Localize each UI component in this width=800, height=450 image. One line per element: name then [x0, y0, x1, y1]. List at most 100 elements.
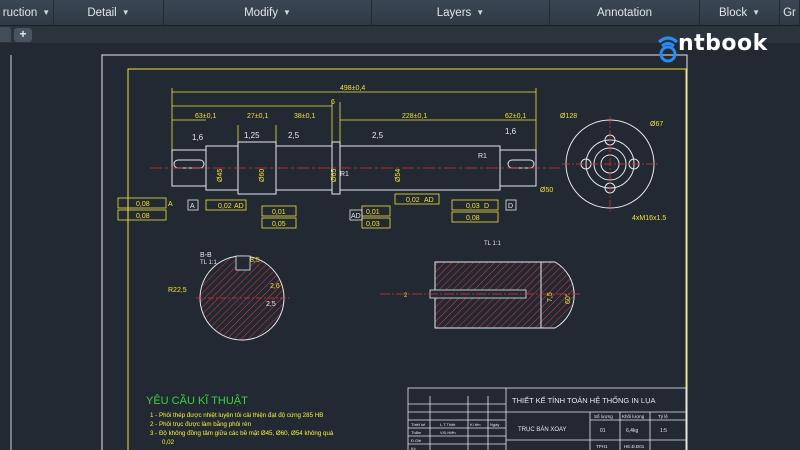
svg-text:Khối lượng: Khối lượng — [622, 414, 645, 419]
ribbon-panel-block[interactable]: Block ▼ — [700, 0, 780, 25]
panel-label: Annotation — [597, 6, 652, 19]
dia-60: Ø60 — [259, 169, 266, 182]
svg-text:B-B: B-B — [200, 252, 212, 259]
title-block-text: THIẾT KẾ TÍNH TOÁN HỆ THỐNG IN LỤA TRỤC … — [411, 395, 668, 450]
svg-text:0,01: 0,01 — [366, 209, 380, 216]
diameter-labels: Ø60 Ø54 Ø65 Ø45 — [217, 169, 402, 182]
svg-text:D: D — [484, 203, 489, 210]
svg-text:AD: AD — [424, 197, 434, 204]
dia-50: Ø50 — [540, 187, 553, 194]
drawing-tab[interactable] — [0, 27, 11, 42]
svg-text:Ký: Ký — [411, 446, 416, 450]
svg-text:HE.Đ.Đ01: HE.Đ.Đ01 — [624, 444, 645, 449]
project-title: THIẾT KẾ TÍNH TOÁN HỆ THỐNG IN LỤA — [512, 395, 656, 405]
svg-text:Số lượng: Số lượng — [594, 414, 613, 419]
roughness-1: 1,6 — [192, 133, 204, 142]
svg-text:Thẩm: Thẩm — [411, 430, 422, 435]
svg-text:Đ.Giê: Đ.Giê — [411, 438, 422, 443]
svg-text:60°: 60° — [564, 293, 572, 304]
section-b-b: B-B TL 1:1 R22,5 8,5 2,6 2,5 — [168, 252, 290, 341]
dia-54: Ø54 — [395, 169, 402, 182]
svg-text:V.Đ.Hiển: V.Đ.Hiển — [440, 430, 456, 435]
drawing-canvas[interactable]: 498±0,4 228±0,1 63±0,1 62±0,1 6 27±0,1 3… — [0, 43, 800, 450]
svg-text:AD: AD — [234, 203, 244, 210]
dim-middle-length: 228±0,1 — [402, 113, 427, 120]
panel-label: Block — [718, 6, 748, 19]
flange-labels: Ø128 Ø67 4xM16x1.5 Ø50 — [540, 113, 666, 222]
svg-text:0,05: 0,05 — [272, 221, 286, 228]
svg-text:0,03: 0,03 — [366, 221, 380, 228]
fillet-label: R1 — [340, 171, 349, 178]
panel-label: Modify — [244, 6, 278, 19]
svg-text:R22,5: R22,5 — [168, 287, 187, 294]
dim-segment-3: 38±0,1 — [294, 113, 315, 120]
dim-overall-length: 498±0,4 — [340, 85, 365, 92]
svg-text:6,4kg: 6,4kg — [626, 428, 638, 434]
roughness-4: 2,5 — [372, 131, 384, 140]
dimension-lines — [171, 88, 537, 150]
dim-small: 6 — [331, 99, 335, 106]
svg-text:0,02: 0,02 — [218, 203, 232, 210]
dim-left-length: 63±0,1 — [195, 113, 216, 120]
svg-text:Thiết kế: Thiết kế — [411, 422, 426, 427]
roughness-6: 1,6 — [505, 127, 517, 136]
svg-text:AD: AD — [351, 213, 361, 220]
logo-mark-icon — [658, 36, 678, 63]
dim-right-length: 62±0,1 — [505, 113, 526, 120]
svg-text:01: 01 — [600, 428, 606, 434]
ribbon-panel-groups[interactable]: Gr — [780, 0, 800, 25]
svg-text:0,02: 0,02 — [406, 197, 420, 204]
roughness-marks: 1,6 1,25 2,5 2,5 1,6 — [192, 127, 517, 142]
svg-text:1:5: 1:5 — [660, 428, 667, 434]
title-block — [407, 387, 687, 450]
roughness-2: 1,25 — [244, 131, 260, 140]
brand-logo-text: ntbook — [678, 31, 768, 56]
svg-text:Kí tên: Kí tên — [470, 422, 480, 427]
ribbon-panel-layers[interactable]: Layers▼ — [372, 0, 550, 25]
chevron-down-icon: ▼ — [476, 8, 485, 17]
chevron-down-icon: ▼ — [121, 8, 130, 17]
svg-text:2: 2 — [404, 293, 408, 299]
technical-requirements: YÊU CẦU KĨ THUẬT 1 - Phôi thép được nhiệ… — [146, 394, 334, 446]
sheet-inner-frame — [127, 68, 687, 450]
ribbon-panel-detail[interactable]: Detail ▼ — [54, 0, 164, 25]
svg-text:TPH1: TPH1 — [596, 444, 608, 449]
svg-text:0,08: 0,08 — [136, 201, 150, 208]
svg-text:8,5: 8,5 — [250, 257, 260, 264]
svg-text:2,5: 2,5 — [266, 301, 276, 308]
panel-label: Gr — [783, 6, 796, 19]
requirements-title: YÊU CẦU KĨ THUẬT — [146, 394, 248, 407]
ribbon-panel-bar: ruction▼ Detail▼ Modify▼ Layers▼ Annotat… — [0, 0, 800, 26]
roughness-3: 2,5 — [288, 131, 300, 140]
ribbon-panel-annotation[interactable]: Annotation — [550, 0, 700, 25]
ribbon-panel-construction[interactable]: ruction▼ — [0, 0, 54, 25]
svg-text:0,02: 0,02 — [162, 439, 175, 446]
svg-text:Ngày: Ngày — [490, 422, 499, 427]
datum-letters: A D AD — [190, 203, 513, 220]
svg-text:0,01: 0,01 — [272, 209, 286, 216]
part-name: TRỤC BÁN XOAY — [518, 426, 567, 433]
dimension-texts: 498±0,4 228±0,1 63±0,1 62±0,1 6 27±0,1 3… — [195, 85, 526, 120]
datum-boxes — [187, 199, 517, 221]
tolerance-frames — [117, 193, 499, 229]
dim-segment-2: 27±0,1 — [247, 113, 268, 120]
fillet-label-2: R1 — [478, 153, 487, 160]
fillet-labels: R1 R1 — [340, 153, 487, 178]
chevron-down-icon: ▼ — [42, 8, 51, 17]
svg-text:0,03: 0,03 — [466, 203, 480, 210]
panel-label: Detail — [87, 6, 117, 19]
svg-text:Tỷ lệ: Tỷ lệ — [658, 413, 668, 419]
chevron-down-icon: ▼ — [752, 8, 761, 17]
svg-text:A: A — [190, 203, 195, 210]
detail-view: TL 1:1 7,5 60° 2 — [380, 241, 580, 329]
dia-67: Ø67 — [650, 121, 663, 128]
new-tab-button[interactable]: + — [14, 28, 32, 42]
svg-text:L.T.Thiệt: L.T.Thiệt — [440, 422, 456, 427]
svg-text:2,6: 2,6 — [270, 283, 280, 290]
bolt-spec: 4xM16x1.5 — [632, 215, 666, 222]
tolerance-values: 0,08 0,08 A 0,02 AD 0,01 0,05 0,01 0,03 … — [136, 197, 489, 228]
svg-text:TL 1:1: TL 1:1 — [200, 260, 217, 266]
dia-45: Ø45 — [217, 169, 224, 182]
ribbon-panel-modify[interactable]: Modify▼ — [164, 0, 372, 25]
svg-text:2 - Phôi trục được làm bằng ph: 2 - Phôi trục được làm bằng phôi rèn — [150, 421, 252, 428]
